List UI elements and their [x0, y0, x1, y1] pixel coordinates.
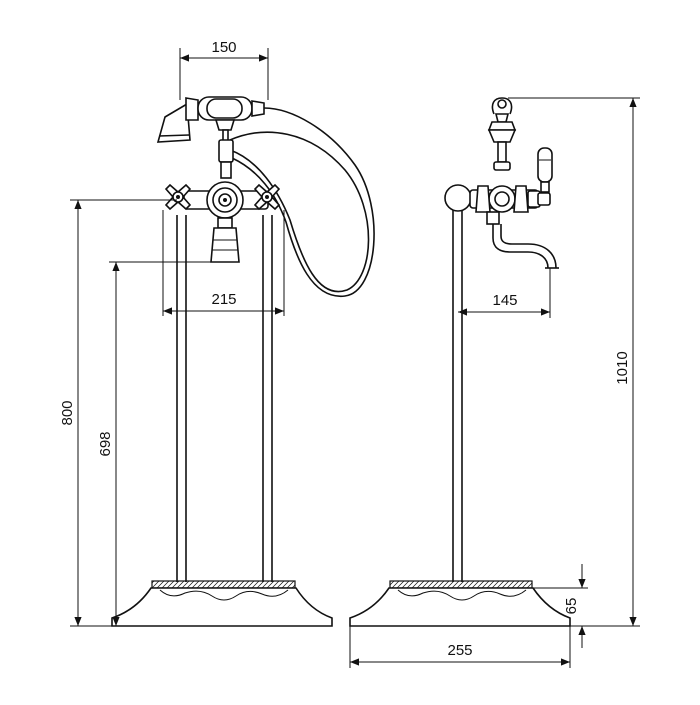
dim-215-label: 215 — [211, 291, 236, 308]
side-view: 145 1010 65 255 — [349, 97, 640, 668]
dim-65: 65 — [533, 564, 588, 648]
front-spout — [210, 217, 240, 263]
dim-150: 150 — [179, 39, 269, 100]
dim-145: 145 — [458, 268, 551, 318]
side-pipe — [452, 208, 463, 582]
dim-800-label: 800 — [59, 400, 76, 425]
front-view: 150 215 800 698 — [59, 39, 375, 627]
side-mixer-body — [469, 185, 551, 213]
dim-698-label: 698 — [97, 431, 114, 456]
hot-cross-handle — [164, 183, 192, 211]
dim-800: 800 — [59, 199, 177, 627]
dim-1010: 1010 — [508, 97, 640, 627]
handshower — [156, 96, 265, 143]
side-ball-joint — [444, 184, 472, 212]
front-pipes — [176, 215, 273, 582]
cold-cross-handle — [253, 183, 281, 211]
dim-1010-label: 1010 — [614, 351, 631, 384]
shower-hose — [218, 107, 375, 297]
side-spout — [486, 211, 559, 269]
dim-255: 255 — [349, 626, 571, 668]
dim-65-label: 65 — [563, 598, 580, 615]
side-cradle — [487, 97, 517, 171]
front-mixer-body — [164, 181, 281, 263]
dim-150-label: 150 — [211, 39, 236, 56]
dim-145-label: 145 — [492, 292, 517, 309]
side-base — [349, 580, 571, 627]
dim-255-label: 255 — [447, 642, 472, 659]
dim-698: 698 — [97, 261, 213, 626]
dim-215: 215 — [162, 210, 285, 316]
side-lever-handle — [537, 147, 553, 193]
front-base — [111, 580, 333, 627]
